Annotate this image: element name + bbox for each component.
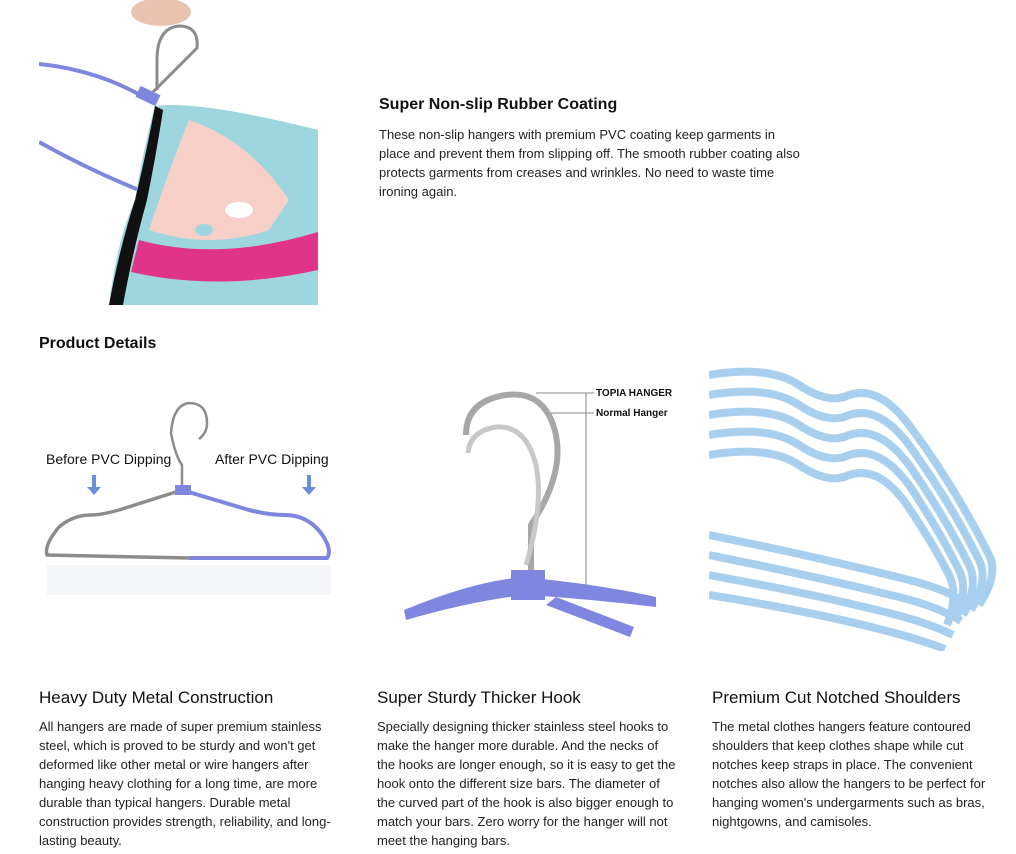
normal-hook-graphic xyxy=(465,424,541,566)
arrow-down-icon xyxy=(302,487,316,495)
pvc-dipping-illustration: Before PVC Dipping After PVC Dipping xyxy=(39,365,339,670)
feature-title: Super Sturdy Thicker Hook xyxy=(377,688,581,707)
pvc-half xyxy=(181,488,331,560)
feature-thicker-hook: Super Sturdy Thicker Hook Specially desi… xyxy=(377,686,677,850)
feature-body: Specially designing thicker stainless st… xyxy=(377,719,676,848)
feature-notched-shoulders: Premium Cut Notched Shoulders The metal … xyxy=(712,686,1008,831)
feature-title: Premium Cut Notched Shoulders xyxy=(712,688,961,707)
thicker-hook-image: TOPIA HANGER Normal Hanger xyxy=(376,365,676,670)
towel-on-hanger-illustration xyxy=(38,0,318,305)
hero-image xyxy=(38,0,318,305)
thicker-hook-illustration: TOPIA HANGER Normal Hanger xyxy=(376,365,676,670)
feature-metal-construction: Heavy Duty Metal Construction All hanger… xyxy=(39,686,339,850)
hanger-arm-graphic xyxy=(404,577,656,620)
hook-graphic xyxy=(169,401,209,485)
hanger-stack-graphic xyxy=(708,367,997,653)
hand-graphic xyxy=(131,0,191,26)
product-details-heading: Product Details xyxy=(39,335,157,352)
hero-body: These non-slip hangers with premium PVC … xyxy=(379,127,800,199)
hook-graphic xyxy=(143,24,199,102)
steel-half xyxy=(44,488,190,560)
notched-shoulders-image xyxy=(708,365,1004,653)
hanger-wire-bottom xyxy=(38,140,140,192)
after-label: After PVC Dipping xyxy=(215,451,329,467)
topia-hook-graphic xyxy=(463,391,561,575)
hero-section: Super Non-slip Rubber Coating These non-… xyxy=(379,94,809,201)
feature-title: Heavy Duty Metal Construction xyxy=(39,688,274,707)
feature-body: The metal clothes hangers feature contou… xyxy=(712,719,986,829)
feature-body: All hangers are made of super premium st… xyxy=(39,719,331,848)
normal-hanger-label: Normal Hanger xyxy=(596,408,668,419)
arrow-down-icon xyxy=(87,487,101,495)
pvc-dipping-image: Before PVC Dipping After PVC Dipping xyxy=(39,365,339,670)
hero-heading: Super Non-slip Rubber Coating xyxy=(379,96,618,113)
topia-hanger-label: TOPIA HANGER xyxy=(596,388,673,399)
stacked-hangers-illustration xyxy=(708,365,1004,653)
before-label: Before PVC Dipping xyxy=(46,451,171,467)
